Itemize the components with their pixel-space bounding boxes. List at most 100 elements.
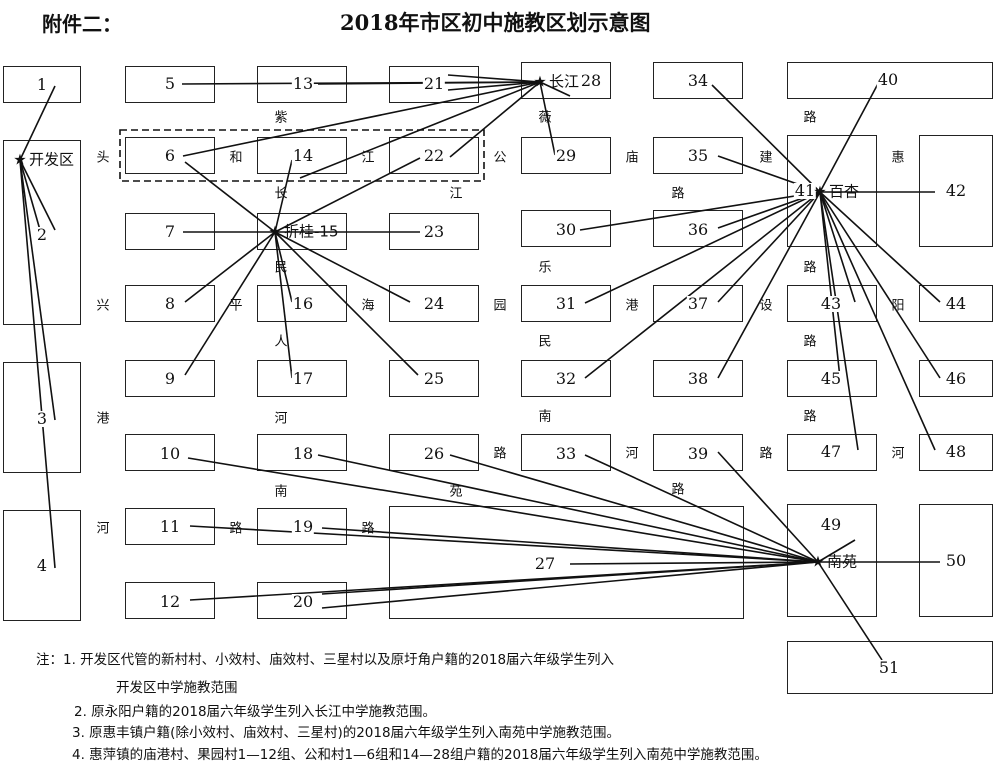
block-label-41: 41: [793, 181, 817, 200]
block-36: [653, 210, 743, 247]
star-icon: ★: [813, 182, 827, 201]
block-label-12: 12: [158, 592, 182, 611]
road-char: 庙: [625, 150, 639, 166]
block-label-26: 26: [422, 444, 446, 463]
note-line: 4. 惠萍镇的庙港村、果园村1—12组、公和村1—6组和14—28组户籍的201…: [72, 747, 768, 763]
road-char: 海: [361, 298, 375, 314]
block-label-44: 44: [944, 294, 968, 313]
block-label-10: 10: [158, 444, 182, 463]
block-label-42: 42: [944, 181, 968, 200]
block-label-35: 35: [686, 146, 710, 165]
block-label-8: 8: [163, 294, 177, 313]
block-29: [521, 137, 611, 174]
block-label-51: 51: [877, 658, 901, 677]
road-char: 平: [229, 298, 243, 314]
road-char: 建: [759, 150, 773, 166]
block-label-21: 21: [422, 74, 446, 93]
block-label-32: 32: [554, 369, 578, 388]
block-label-34: 34: [686, 71, 710, 90]
road-char: 设: [759, 298, 773, 314]
block-label-27: 27: [533, 554, 557, 573]
block-label-6: 6: [163, 146, 177, 165]
road-char: 公: [493, 150, 507, 166]
block-label-22: 22: [422, 146, 446, 165]
block-label-45: 45: [819, 369, 843, 388]
block-label-49: 49: [819, 515, 843, 534]
road-char: 阳: [891, 298, 905, 314]
block-12: [125, 582, 215, 619]
road-char: 河: [96, 521, 110, 537]
road-char: 惠: [891, 150, 905, 166]
road-char: 南: [538, 409, 552, 425]
road-char: 江: [361, 150, 375, 166]
road-char: 河: [625, 446, 639, 462]
block-label-38: 38: [686, 369, 710, 388]
school-changjiang: 长江: [549, 72, 580, 91]
road-char: 港: [625, 298, 639, 314]
block-label-36: 36: [686, 220, 710, 239]
block-label-46: 46: [944, 369, 968, 388]
road-char: 紫: [274, 110, 288, 126]
road-char: 薇: [538, 110, 552, 126]
block-label-20: 20: [291, 592, 315, 611]
note-line: 3. 原惠丰镇户籍(除小效村、庙效村、三星村)的2018届六年级学生列入南苑中学…: [72, 725, 621, 741]
block-label-24: 24: [422, 294, 446, 313]
block-label-28: 28: [579, 71, 603, 90]
block-label-18: 18: [291, 444, 315, 463]
block-label-47: 47: [819, 442, 843, 461]
road-char: 民: [274, 260, 288, 276]
star-icon: ★: [533, 72, 547, 91]
dashed-group-box: [119, 129, 485, 182]
road-char: 江: [449, 186, 463, 202]
road-char: 民: [538, 334, 552, 350]
note-line: 注：1. 开发区代管的新村村、小效村、庙效村、三星村以及原圩角户籍的2018届六…: [36, 652, 615, 668]
block-label-5: 5: [163, 74, 177, 93]
block-label-31: 31: [554, 294, 578, 313]
block-label-25: 25: [422, 369, 446, 388]
block-label-40: 40: [876, 70, 900, 89]
road-char: 路: [803, 260, 817, 276]
block-43: [787, 285, 877, 322]
block-label-19: 19: [291, 517, 315, 536]
note-line: 2. 原永阳户籍的2018届六年级学生列入长江中学施教范围。: [74, 704, 437, 720]
road-char: 路: [803, 409, 817, 425]
block-label-39: 39: [686, 444, 710, 463]
star-icon: ★: [811, 552, 825, 571]
block-label-13: 13: [291, 74, 315, 93]
star-icon: ★: [13, 150, 27, 169]
school-kaifaqu: 开发区: [29, 150, 75, 169]
block-label-1: 1: [35, 75, 49, 94]
block-label-2: 2: [35, 225, 49, 244]
block-label-23: 23: [422, 222, 446, 241]
road-char: 路: [229, 521, 243, 537]
block-19: [257, 508, 347, 545]
block-label-4: 4: [35, 556, 49, 575]
block-label-48: 48: [944, 442, 968, 461]
block-label-50: 50: [944, 551, 968, 570]
block-label-16: 16: [291, 294, 315, 313]
block-label-29: 29: [554, 146, 578, 165]
school-nanyuan: 南苑: [827, 552, 858, 571]
block-label-33: 33: [554, 444, 578, 463]
block-label-9: 9: [163, 369, 177, 388]
road-char: 苑: [449, 484, 463, 500]
road-char: 长: [274, 186, 288, 202]
road-char: 人: [274, 334, 288, 350]
road-char: 路: [671, 186, 685, 202]
road-char: 路: [803, 110, 817, 126]
road-char: 河: [274, 411, 288, 427]
road-char: 路: [671, 482, 685, 498]
block-1: [3, 66, 81, 103]
road-char: 兴: [96, 298, 110, 314]
road-char: 头: [96, 150, 110, 166]
road-char: 路: [361, 521, 375, 537]
block-label-43: 43: [819, 294, 843, 313]
road-char: 路: [759, 446, 773, 462]
road-char: 南: [274, 484, 288, 500]
road-char: 路: [803, 334, 817, 350]
road-char: 河: [891, 446, 905, 462]
block-label-7: 7: [163, 222, 177, 241]
appendix-label: 附件二：: [42, 12, 122, 36]
road-char: 港: [96, 411, 110, 427]
